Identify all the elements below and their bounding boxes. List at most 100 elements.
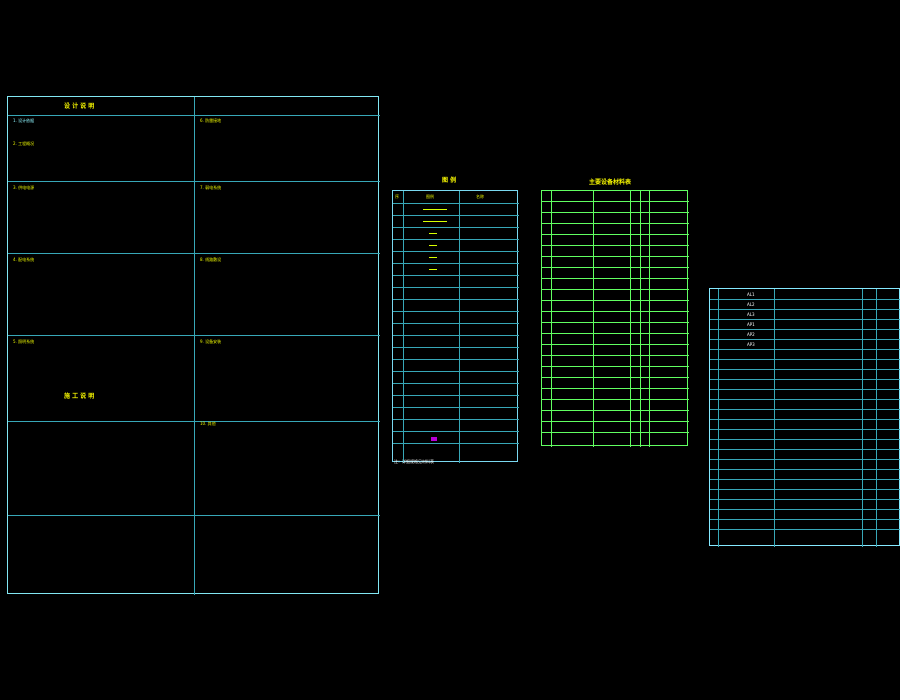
legend-row xyxy=(393,383,519,384)
legend-panel: 图 例 序 图例 名称 注：详细规格见材料表 xyxy=(392,177,519,464)
note-line: 6. 防雷接地 xyxy=(200,118,222,123)
table-row xyxy=(542,377,689,378)
legend-row xyxy=(393,431,519,432)
legend-row xyxy=(393,359,519,360)
legend-symbol-icon xyxy=(423,221,447,226)
table-row xyxy=(542,366,689,367)
left-rule xyxy=(8,181,380,182)
legend-col xyxy=(403,191,404,463)
system-row xyxy=(710,519,900,520)
legend-header: 名称 xyxy=(476,194,484,199)
system-row xyxy=(710,479,900,480)
left-title-1: 设 计 说 明 xyxy=(64,103,95,110)
system-row xyxy=(710,319,900,320)
system-label: AL2 xyxy=(747,302,755,307)
table-row xyxy=(542,421,689,422)
system-row xyxy=(710,309,900,310)
system-row xyxy=(710,329,900,330)
note-line: 5. 照明系统 xyxy=(13,339,35,344)
legend-row xyxy=(393,347,519,348)
legend-symbol-icon xyxy=(431,437,437,441)
table-col xyxy=(649,191,650,447)
panel-divider xyxy=(194,97,195,595)
legend-symbol-icon xyxy=(429,269,437,274)
legend-row xyxy=(393,311,519,312)
table-col xyxy=(551,191,552,447)
legend-row xyxy=(393,239,519,240)
material-table: 主要设备材料表 xyxy=(541,179,689,447)
legend-row xyxy=(393,323,519,324)
table-row xyxy=(542,278,689,279)
legend-row xyxy=(393,419,519,420)
note-line: 1. 设计依据 xyxy=(13,118,35,123)
legend-row xyxy=(393,395,519,396)
system-label: AP3 xyxy=(747,342,755,347)
table-row xyxy=(542,388,689,389)
system-col xyxy=(876,289,877,547)
system-row xyxy=(710,449,900,450)
system-row xyxy=(710,389,900,390)
table-row xyxy=(542,399,689,400)
table-row xyxy=(542,432,689,433)
legend-note: 注：详细规格见材料表 xyxy=(394,459,434,464)
table-row xyxy=(542,322,689,323)
legend-symbol-icon xyxy=(429,257,437,262)
legend-row xyxy=(393,371,519,372)
table-row xyxy=(542,245,689,246)
system-col xyxy=(718,289,719,547)
legend-row xyxy=(393,443,519,444)
table-row xyxy=(542,410,689,411)
system-col xyxy=(862,289,863,547)
legend-header: 序 xyxy=(395,194,399,199)
note-line: 9. 设备安装 xyxy=(200,339,222,344)
system-row xyxy=(710,529,900,530)
system-row xyxy=(710,379,900,380)
table-col xyxy=(640,191,641,447)
system-row xyxy=(710,439,900,440)
system-row xyxy=(710,409,900,410)
left-rule xyxy=(8,335,380,336)
system-label: AL3 xyxy=(747,312,755,317)
table-row xyxy=(542,234,689,235)
right-system-table: AL1 AL2 AL3 AP1 AP2 AP3 xyxy=(709,288,900,547)
system-row xyxy=(710,459,900,460)
legend-header: 图例 xyxy=(426,194,434,199)
system-row xyxy=(710,299,900,300)
legend-row xyxy=(393,407,519,408)
system-col xyxy=(774,289,775,547)
legend-row xyxy=(393,287,519,288)
legend-col xyxy=(459,191,460,463)
system-row xyxy=(710,369,900,370)
system-row xyxy=(710,469,900,470)
left-title-2: 施 工 说 明 xyxy=(64,393,95,400)
table-row xyxy=(542,256,689,257)
table-row xyxy=(542,267,689,268)
system-label: AL1 xyxy=(747,292,755,297)
system-label: AP2 xyxy=(747,332,755,337)
table-col xyxy=(630,191,631,447)
table-col xyxy=(593,191,594,447)
legend-row xyxy=(393,275,519,276)
system-row xyxy=(710,359,900,360)
system-row xyxy=(710,489,900,490)
left-rule xyxy=(8,421,380,422)
table-row xyxy=(542,223,689,224)
system-row xyxy=(710,499,900,500)
table-header-rule xyxy=(542,201,689,202)
system-row xyxy=(710,349,900,350)
note-line: 7. 弱电系统 xyxy=(200,185,222,190)
table-row xyxy=(542,311,689,312)
legend-symbol-icon xyxy=(423,209,447,214)
left-notes-panel: 设 计 说 明 施 工 说 明 1. 设计依据 2. 工程概况 3. 供电电源 … xyxy=(7,96,380,595)
legend-row xyxy=(393,251,519,252)
system-row xyxy=(710,509,900,510)
system-label: AP1 xyxy=(747,322,755,327)
left-rule xyxy=(8,253,380,254)
note-line: 8. 线路敷设 xyxy=(200,257,222,262)
legend-row xyxy=(393,299,519,300)
legend-row xyxy=(393,215,519,216)
legend-header-rule xyxy=(393,203,519,204)
table-row xyxy=(542,333,689,334)
system-row xyxy=(710,419,900,420)
table-row xyxy=(542,344,689,345)
